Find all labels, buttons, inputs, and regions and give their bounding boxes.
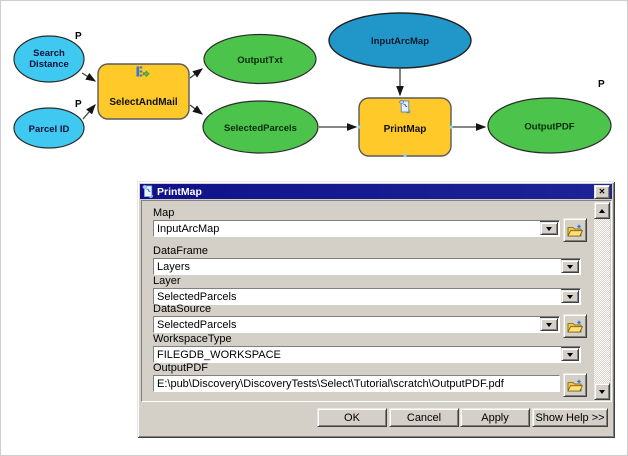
input-arcmap-label: InputArcMap — [371, 36, 429, 47]
search-distance-label-line2: Distance — [29, 59, 69, 70]
script-tool-icon — [142, 185, 154, 198]
parameter-flag-output-pdf: P — [598, 79, 605, 90]
chevron-down-icon — [546, 322, 552, 327]
cancel-button[interactable]: Cancel — [389, 408, 459, 427]
printmap-dialog: PrintMap ✕ Map DataFrame — [137, 181, 615, 438]
selection-handle-left — [357, 125, 361, 129]
ok-button[interactable]: OK — [317, 408, 387, 427]
selected-parcels-label: SelectedParcels — [224, 123, 297, 134]
outputpdf-path-input[interactable] — [154, 376, 559, 391]
layer-dropdown-button[interactable] — [561, 290, 579, 303]
dataframe-value-input[interactable] — [154, 259, 561, 274]
datasource-value-input[interactable] — [154, 317, 540, 332]
node-select-and-mail[interactable]: SelectAndMail — [97, 63, 190, 120]
apply-button[interactable]: Apply — [460, 408, 530, 427]
selected-parcels-ellipse[interactable] — [202, 100, 319, 154]
scroll-down-button[interactable] — [594, 383, 610, 400]
workspacetype-value-input[interactable] — [154, 347, 561, 362]
chevron-down-icon — [599, 389, 605, 394]
parameter-flag-parcel-id: P — [75, 99, 82, 110]
dataframe-dropdown-button[interactable] — [561, 260, 579, 273]
node-input-arcmap[interactable]: InputArcMap — [328, 12, 472, 69]
outputpdf-browse-button[interactable] — [563, 373, 587, 397]
field-label-map: Map — [153, 207, 175, 219]
open-folder-icon — [567, 320, 583, 332]
field-label-dataframe: DataFrame — [153, 245, 209, 257]
scrollbar-track[interactable] — [594, 219, 610, 383]
close-button[interactable]: ✕ — [594, 184, 610, 199]
node-output-pdf[interactable]: OutputPDF — [487, 97, 612, 154]
chevron-down-icon — [567, 294, 573, 299]
selection-handle-bottom — [403, 153, 407, 157]
chevron-down-icon — [567, 352, 573, 357]
datasource-browse-button[interactable] — [563, 314, 587, 338]
search-distance-ellipse[interactable] — [13, 35, 85, 83]
chevron-down-icon — [567, 264, 573, 269]
open-folder-icon — [567, 224, 583, 236]
connector-selectandmail-selectedparcels — [189, 104, 204, 115]
parameter-scrollbar[interactable] — [594, 202, 610, 400]
node-print-map[interactable]: PrintMap — [357, 97, 453, 157]
select-and-mail-label: SelectAndMail — [109, 97, 178, 108]
parameter-flag-search-distance: P — [75, 31, 82, 42]
scroll-up-button[interactable] — [594, 202, 610, 219]
parcel-id-label: Parcel ID — [29, 124, 70, 135]
outputpdf-field[interactable] — [153, 375, 560, 392]
node-selected-parcels[interactable]: SelectedParcels — [202, 100, 319, 154]
connector-parcelid-selectandmail — [82, 104, 96, 120]
dataframe-combobox[interactable] — [153, 258, 581, 275]
script-tool-icon — [399, 100, 411, 114]
node-search-distance[interactable]: Search Distance — [13, 35, 85, 83]
output-pdf-ellipse[interactable] — [487, 97, 612, 154]
field-label-outputpdf: OutputPDF — [153, 362, 209, 374]
connector-selectandmail-outputtxt — [189, 68, 204, 79]
output-txt-label: OutputTxt — [237, 55, 283, 66]
print-map-label: PrintMap — [384, 124, 427, 135]
close-icon: ✕ — [598, 186, 606, 196]
map-dropdown-button[interactable] — [540, 222, 558, 235]
parcel-id-ellipse[interactable] — [13, 107, 85, 149]
field-label-datasource: DataSource — [153, 303, 212, 315]
chevron-down-icon — [546, 226, 552, 231]
connector-searchdistance-selectandmail — [81, 72, 97, 82]
model-diagram: Search Distance P Parcel ID P SelectAndM… — [13, 12, 612, 157]
layer-combobox[interactable] — [153, 288, 581, 305]
dialog-title: PrintMap — [157, 185, 202, 198]
output-txt-ellipse[interactable] — [203, 33, 317, 85]
search-distance-label-line1: Search — [33, 48, 65, 59]
field-label-workspacetype: WorkspaceType — [153, 333, 232, 345]
show-help-button[interactable]: Show Help >> — [532, 408, 608, 427]
select-and-mail-box[interactable] — [97, 63, 190, 120]
map-combobox[interactable] — [153, 220, 560, 237]
parameter-panel: Map DataFrame Layer — [141, 200, 612, 402]
map-browse-button[interactable] — [563, 218, 587, 242]
model-tool-icon — [136, 66, 150, 78]
layer-value-input[interactable] — [154, 289, 561, 304]
selection-handle-right — [449, 125, 453, 129]
chevron-up-icon — [599, 208, 605, 213]
input-arcmap-ellipse[interactable] — [328, 12, 472, 69]
datasource-combobox[interactable] — [153, 316, 560, 333]
open-folder-icon — [567, 379, 583, 391]
field-label-layer: Layer — [153, 275, 181, 287]
node-output-txt[interactable]: OutputTxt — [203, 33, 317, 85]
output-pdf-label: OutputPDF — [524, 122, 574, 133]
map-value-input[interactable] — [154, 221, 540, 236]
node-parcel-id[interactable]: Parcel ID — [13, 107, 85, 149]
workspacetype-dropdown-button[interactable] — [561, 348, 579, 361]
datasource-dropdown-button[interactable] — [540, 318, 558, 331]
workspacetype-combobox[interactable] — [153, 346, 581, 363]
model-connectors — [81, 68, 487, 131]
dialog-titlebar[interactable]: PrintMap ✕ — [140, 184, 612, 199]
